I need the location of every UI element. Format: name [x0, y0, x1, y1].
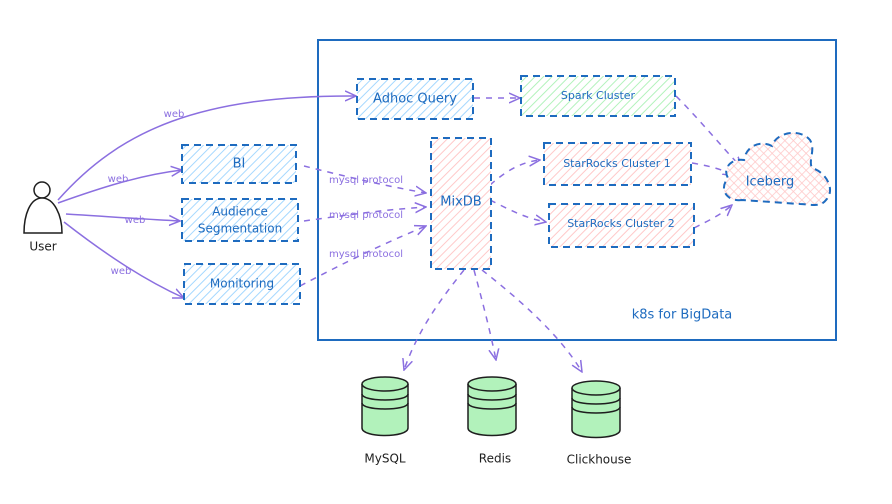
edge-label-user-audience: web	[125, 215, 146, 226]
node-mixdb-label: MixDB	[440, 195, 481, 210]
node-spark-label: Spark Cluster	[561, 89, 636, 102]
node-monitoring-label: Monitoring	[210, 277, 274, 291]
edge-label-audience-mixdb: mysql protocol	[329, 210, 403, 221]
node-mixdb-box[interactable]	[430, 137, 492, 270]
node-sr1-label: StarRocks Cluster 1	[563, 157, 671, 170]
node-mixdb[interactable]: MixDB	[430, 137, 492, 270]
node-sr1[interactable]: StarRocks Cluster 1	[543, 142, 692, 186]
edge-mixdb-sr2	[489, 199, 546, 222]
db-clickhouse[interactable]: Clickhouse	[567, 380, 632, 467]
node-monitoring-box[interactable]	[183, 263, 301, 305]
edge-user-bi	[57, 170, 182, 204]
k8s-container-border	[317, 39, 837, 341]
user-actor[interactable]: User	[23, 181, 63, 254]
user-head-icon	[33, 181, 51, 199]
db-mysql[interactable]: MySQL	[361, 376, 409, 466]
user-body-icon	[23, 197, 63, 234]
db-redis-top-icon	[467, 376, 517, 392]
db-mysql-top-icon	[361, 376, 409, 392]
edge-user-adhoc	[57, 96, 356, 201]
db-redis[interactable]: Redis	[467, 376, 517, 466]
edge-mixdb-mysql	[404, 269, 465, 370]
k8s-container-label: k8s for BigData	[632, 308, 733, 323]
db-clickhouse-label: Clickhouse	[567, 453, 632, 467]
node-sr2-box[interactable]	[548, 203, 695, 248]
node-audience-box[interactable]	[181, 198, 299, 242]
edge-label-bi-mixdb: mysql protocol	[329, 175, 403, 186]
node-iceberg[interactable]: Iceberg	[723, 131, 831, 206]
edge-bi-mixdb	[303, 165, 426, 193]
node-adhoc-box[interactable]	[356, 78, 474, 120]
user-label: User	[29, 240, 56, 254]
edge-mixdb-clickhouse	[481, 269, 582, 372]
edge-mixdb-sr1	[489, 160, 540, 186]
node-sr2[interactable]: StarRocks Cluster 2	[548, 203, 695, 248]
node-adhoc-label: Adhoc Query	[373, 92, 457, 107]
edge-monitoring-mixdb	[299, 226, 426, 287]
edge-label-user-bi: web	[108, 174, 129, 185]
node-monitoring[interactable]: Monitoring	[183, 263, 301, 305]
node-bi[interactable]: BI	[181, 144, 297, 184]
node-audience-label-line1: Audience	[212, 205, 268, 219]
db-mysql-label: MySQL	[364, 452, 406, 466]
edge-user-audience	[65, 213, 180, 221]
edge-sr2-iceberg	[693, 205, 732, 229]
db-redis-label: Redis	[479, 452, 511, 466]
node-adhoc[interactable]: Adhoc Query	[356, 78, 474, 120]
edge-label-monitoring-mixdb: mysql protocol	[329, 249, 403, 260]
k8s-container: k8s for BigData	[317, 39, 837, 341]
edge-mixdb-redis	[473, 269, 496, 360]
edge-label-user-adhoc: web	[164, 109, 185, 120]
edges-web: web web web web	[57, 96, 356, 298]
node-spark-box[interactable]	[520, 75, 676, 117]
edge-label-user-monitoring: web	[111, 266, 132, 277]
node-sr2-label: StarRocks Cluster 2	[567, 217, 675, 230]
edges-mysql: mysql protocol mysql protocol mysql prot…	[299, 165, 426, 287]
node-bi-box[interactable]	[181, 144, 297, 184]
db-clickhouse-top-icon	[571, 380, 621, 396]
node-audience-label-line2: Segmentation	[198, 222, 282, 236]
node-spark[interactable]: Spark Cluster	[520, 75, 676, 117]
iceberg-cloud-icon[interactable]	[723, 131, 831, 206]
edge-audience-mixdb	[303, 207, 426, 222]
node-audience[interactable]: Audience Segmentation	[181, 198, 299, 242]
node-bi-label: BI	[233, 157, 246, 172]
node-iceberg-label: Iceberg	[746, 175, 795, 190]
edge-user-monitoring	[63, 221, 184, 298]
edges-databases	[404, 269, 582, 372]
node-sr1-box[interactable]	[543, 142, 692, 186]
